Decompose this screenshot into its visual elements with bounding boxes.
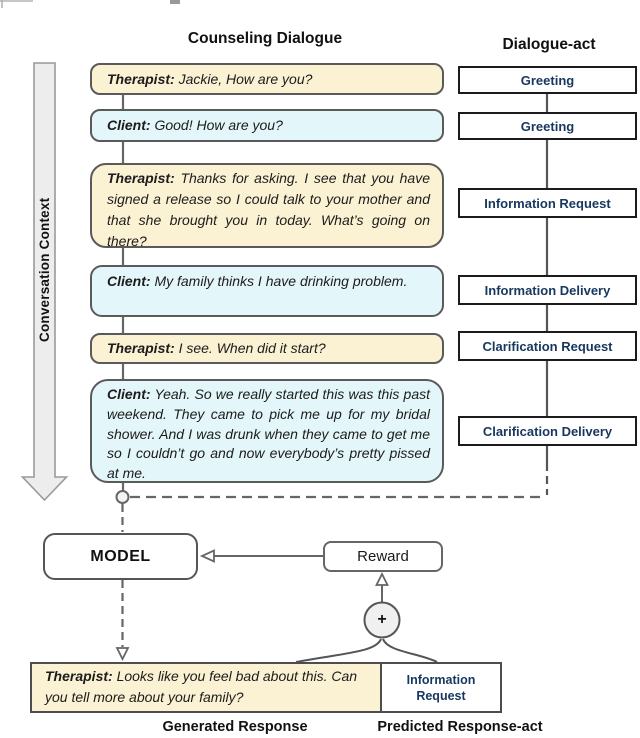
reward-box: Reward	[323, 541, 443, 572]
bubble-therapist-3: Therapist: I see. When did it start?	[90, 333, 444, 364]
counseling-dialogue-header: Counseling Dialogue	[187, 30, 343, 47]
reward-to-model-arrow	[199, 549, 323, 563]
act-box-greeting-2: Greeting	[458, 112, 637, 140]
act-box-clarification-delivery: Clarification Delivery	[458, 416, 637, 446]
speaker-label: Therapist:	[107, 340, 175, 356]
response-merge-curves	[295, 638, 438, 663]
bubble-client-3: Client: Yeah. So we really started this …	[90, 379, 444, 483]
speaker-label: Therapist:	[107, 170, 175, 186]
generated-response-caption: Generated Response	[162, 719, 308, 735]
utterance-text: Yeah. So we really started this was this…	[107, 386, 430, 482]
bubble-therapist-1: Therapist: Jackie, How are you?	[90, 63, 444, 95]
plus-to-reward-arrow	[375, 571, 389, 603]
speaker-label: Therapist:	[107, 70, 175, 87]
utterance-text: Good! How are you?	[154, 117, 283, 133]
bubble-client-1: Client: Good! How are you?	[90, 109, 444, 142]
utterance-text: I see. When did it start?	[178, 340, 326, 356]
act-box-clarification-request: Clarification Request	[458, 331, 637, 361]
predicted-response-act-box: Information Request	[380, 664, 500, 711]
bubble-therapist-2: Therapist: Thanks for asking. I see that…	[90, 163, 444, 249]
model-to-response-arrow	[115, 580, 130, 662]
conversation-context-arrow	[20, 62, 69, 502]
conversation-context-label: Conversation Context	[37, 197, 52, 343]
speaker-label: Client:	[107, 117, 151, 133]
context-join-node	[115, 490, 546, 532]
act-box-information-request: Information Request	[458, 188, 637, 218]
plus-icon: +	[377, 611, 387, 628]
plus-node-circle	[363, 601, 401, 639]
act-box-greeting-1: Greeting	[458, 66, 637, 94]
speaker-label: Client:	[107, 273, 151, 289]
dialogue-act-header: Dialogue-act	[502, 36, 596, 53]
speaker-label: Client:	[107, 386, 151, 402]
act-box-information-delivery: Information Delivery	[458, 275, 637, 305]
utterance-text: My family thinks I have drinking problem…	[154, 273, 408, 289]
utterance-text: Thanks for asking. I see that you have s…	[107, 170, 431, 249]
page-crop-artifacts	[0, 0, 180, 8]
predicted-response-act-caption: Predicted Response-act	[377, 719, 543, 735]
bubble-client-2: Client: My family thinks I have drinking…	[90, 265, 444, 317]
predicted-act-line1: Information	[406, 672, 476, 687]
model-box: MODEL	[43, 533, 198, 580]
generated-response-row: Therapist: Looks like you feel bad about…	[30, 662, 502, 713]
predicted-act-line2: Request	[416, 688, 466, 703]
utterance-text: Jackie, How are you?	[178, 70, 313, 87]
speaker-label: Therapist:	[45, 668, 113, 684]
generated-response-bubble: Therapist: Looks like you feel bad about…	[32, 664, 380, 711]
response-text: Looks like you feel bad about this. Can …	[45, 668, 358, 705]
